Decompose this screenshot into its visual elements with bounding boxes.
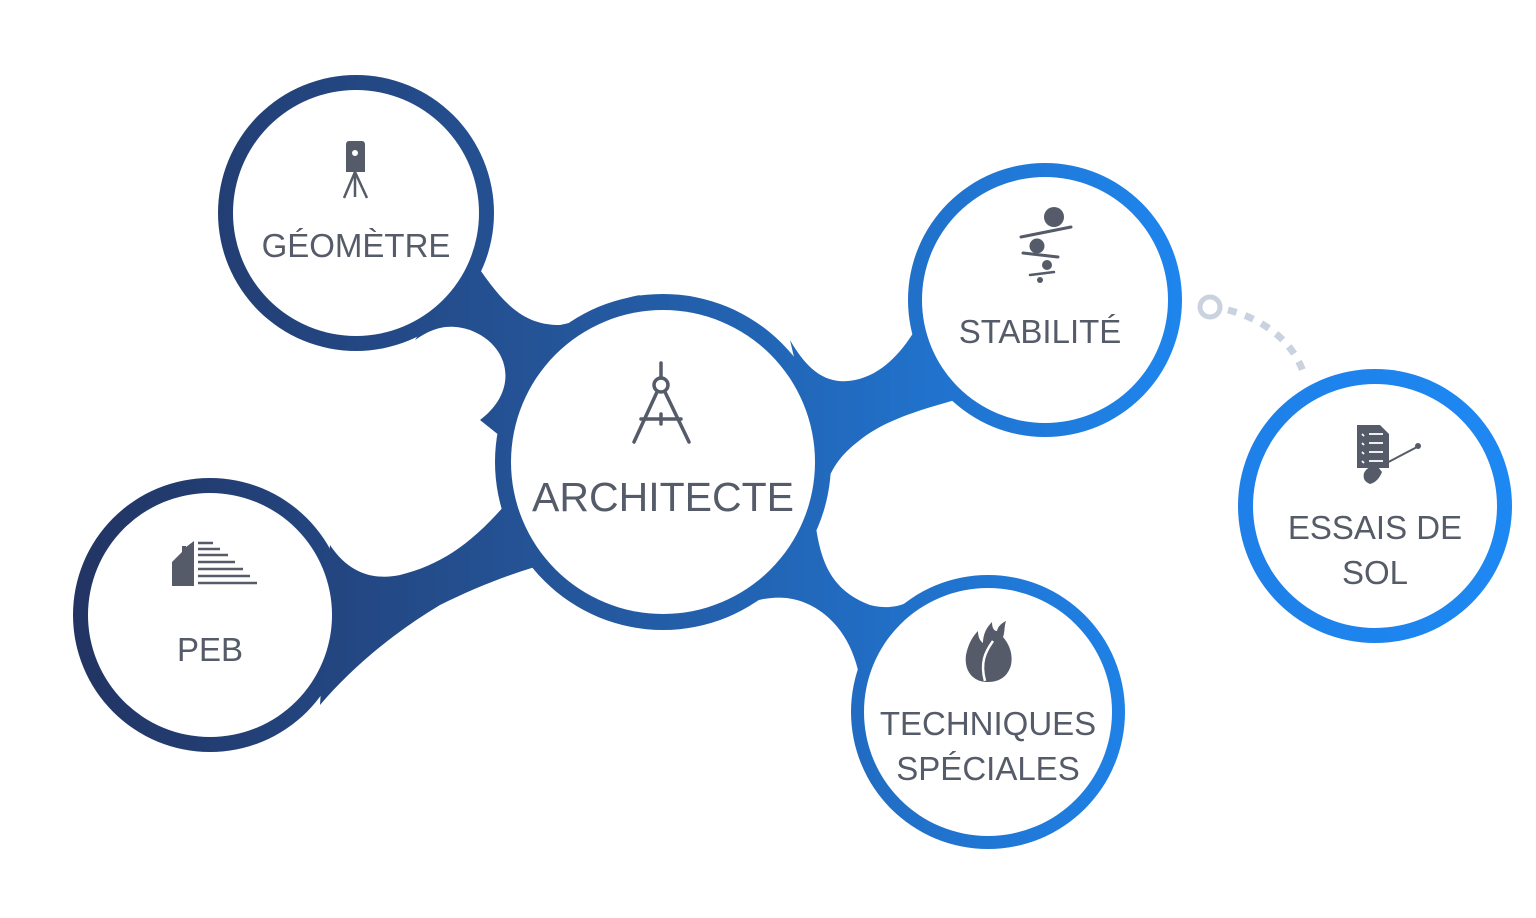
geometre-label: GÉOMÈTRE (261, 226, 451, 264)
connector-start-ring (1197, 294, 1223, 320)
dotted-connector (1197, 294, 1309, 379)
dotted-path (1227, 306, 1309, 379)
node-geometre[interactable]: GÉOMÈTRE (256, 222, 456, 268)
techniques-label-line2: SPÉCIALES (896, 750, 1080, 787)
bridge-peb (320, 505, 560, 705)
node-peb[interactable]: PEB (110, 626, 310, 672)
node-architecte[interactable]: ARCHITECTE (523, 471, 803, 523)
bridge-geometre (415, 255, 640, 440)
flame-icon (965, 621, 1012, 682)
techniques-disc (864, 588, 1112, 836)
bridge-techniques (720, 520, 910, 680)
house-energy-bars-icon (172, 541, 257, 586)
bridge-stabilite (790, 330, 955, 490)
peb-disc (88, 493, 332, 737)
geometre-disc (233, 90, 479, 336)
techniques-label-line1: TECHNIQUES (879, 705, 1097, 742)
architecte-disc (511, 310, 815, 614)
surveying-tripod-icon (342, 141, 369, 199)
peb-label: PEB (176, 630, 244, 668)
essais-disc (1253, 384, 1497, 628)
node-stabilite[interactable]: STABILITÉ (940, 308, 1140, 354)
drafting-compass-icon (632, 361, 691, 444)
node-discs (88, 90, 1497, 836)
architecte-label: ARCHITECTE (532, 474, 794, 520)
essais-label-line1: ESSAIS DE (1287, 509, 1463, 546)
node-essais[interactable]: ESSAIS DE SOL (1275, 504, 1475, 596)
stabilite-disc (922, 177, 1168, 423)
node-techniques[interactable]: TECHNIQUES SPÉCIALES (868, 700, 1108, 792)
soil-test-checklist-shovel-icon (1357, 425, 1421, 484)
essais-label-line2: SOL (1341, 554, 1409, 591)
balancing-stones-icon (1019, 207, 1073, 283)
stabilite-label: STABILITÉ (958, 312, 1122, 350)
